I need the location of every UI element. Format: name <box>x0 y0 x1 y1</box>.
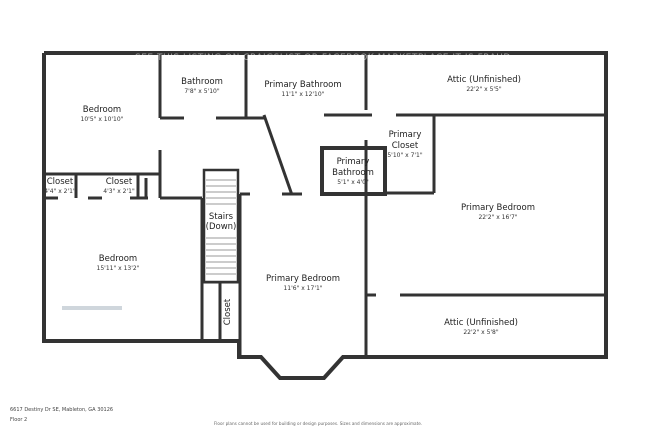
room-primary-bedroom-right-dims: 22'2" x 16'7" <box>478 214 517 221</box>
room-closet-left-name: Closet <box>47 177 74 187</box>
stairs-label: Stairs (Down) <box>206 209 237 233</box>
footer-disclaimer: Floor plans cannot be used for building … <box>214 421 422 426</box>
interior-walls <box>44 53 606 357</box>
room-primary-bedroom-center-name: Primary Bedroom <box>266 274 340 284</box>
room-bathroom-name: Bathroom <box>181 77 223 87</box>
room-primary-bedroom-center-dims: 11'6" x 17'1" <box>283 285 322 292</box>
room-closet-right-dims: 4'3" x 2'1" <box>103 188 135 195</box>
watermark-text: SEE THIS LISTING ON CRAIGSLIST OR FACEBO… <box>135 53 511 63</box>
room-bedroom-sw-dims: 15'11" x 13'2" <box>97 265 140 272</box>
room-closet-vertical-name: Closet <box>223 298 233 325</box>
room-primary-closet-name-1: Primary <box>389 130 422 140</box>
room-bedroom-nw-name: Bedroom <box>83 105 121 115</box>
room-primary-bath-small-dims: 5'1" x 4'0" <box>337 179 369 186</box>
room-attic-bottom-dims: 22'2" x 5'8" <box>463 329 499 336</box>
room-closet-right-name: Closet <box>106 177 133 187</box>
footer-floor: Floor 2 <box>10 417 27 423</box>
room-attic-top-name: Attic (Unfinished) <box>447 75 521 85</box>
room-primary-bathroom-dims: 11'1" x 12'10" <box>282 91 325 98</box>
room-primary-bathroom-name: Primary Bathroom <box>264 80 341 90</box>
stairs-label-line2: (Down) <box>206 222 237 232</box>
room-attic-bottom-name: Attic (Unfinished) <box>444 318 518 328</box>
room-primary-closet-dims: 5'10" x 7'1" <box>387 152 423 159</box>
footer-address: 6617 Destiny Dr SE, Mableton, GA 30126 <box>10 407 113 413</box>
room-bedroom-sw-name: Bedroom <box>99 254 137 264</box>
room-primary-bath-small-name-2: Bathroom <box>332 168 374 178</box>
room-primary-bath-small-name-1: Primary <box>337 157 370 167</box>
room-attic-top-dims: 22'2" x 5'5" <box>466 86 502 93</box>
stairs-label-line1: Stairs <box>209 212 234 222</box>
room-bedroom-nw-dims: 10'5" x 10'10" <box>81 116 124 123</box>
room-primary-closet-name-2: Closet <box>392 141 419 151</box>
room-bathroom-dims: 7'8" x 5'10" <box>184 88 220 95</box>
room-primary-bedroom-right-name: Primary Bedroom <box>461 203 535 213</box>
room-closet-left-dims: 4'4" x 2'1" <box>44 188 76 195</box>
